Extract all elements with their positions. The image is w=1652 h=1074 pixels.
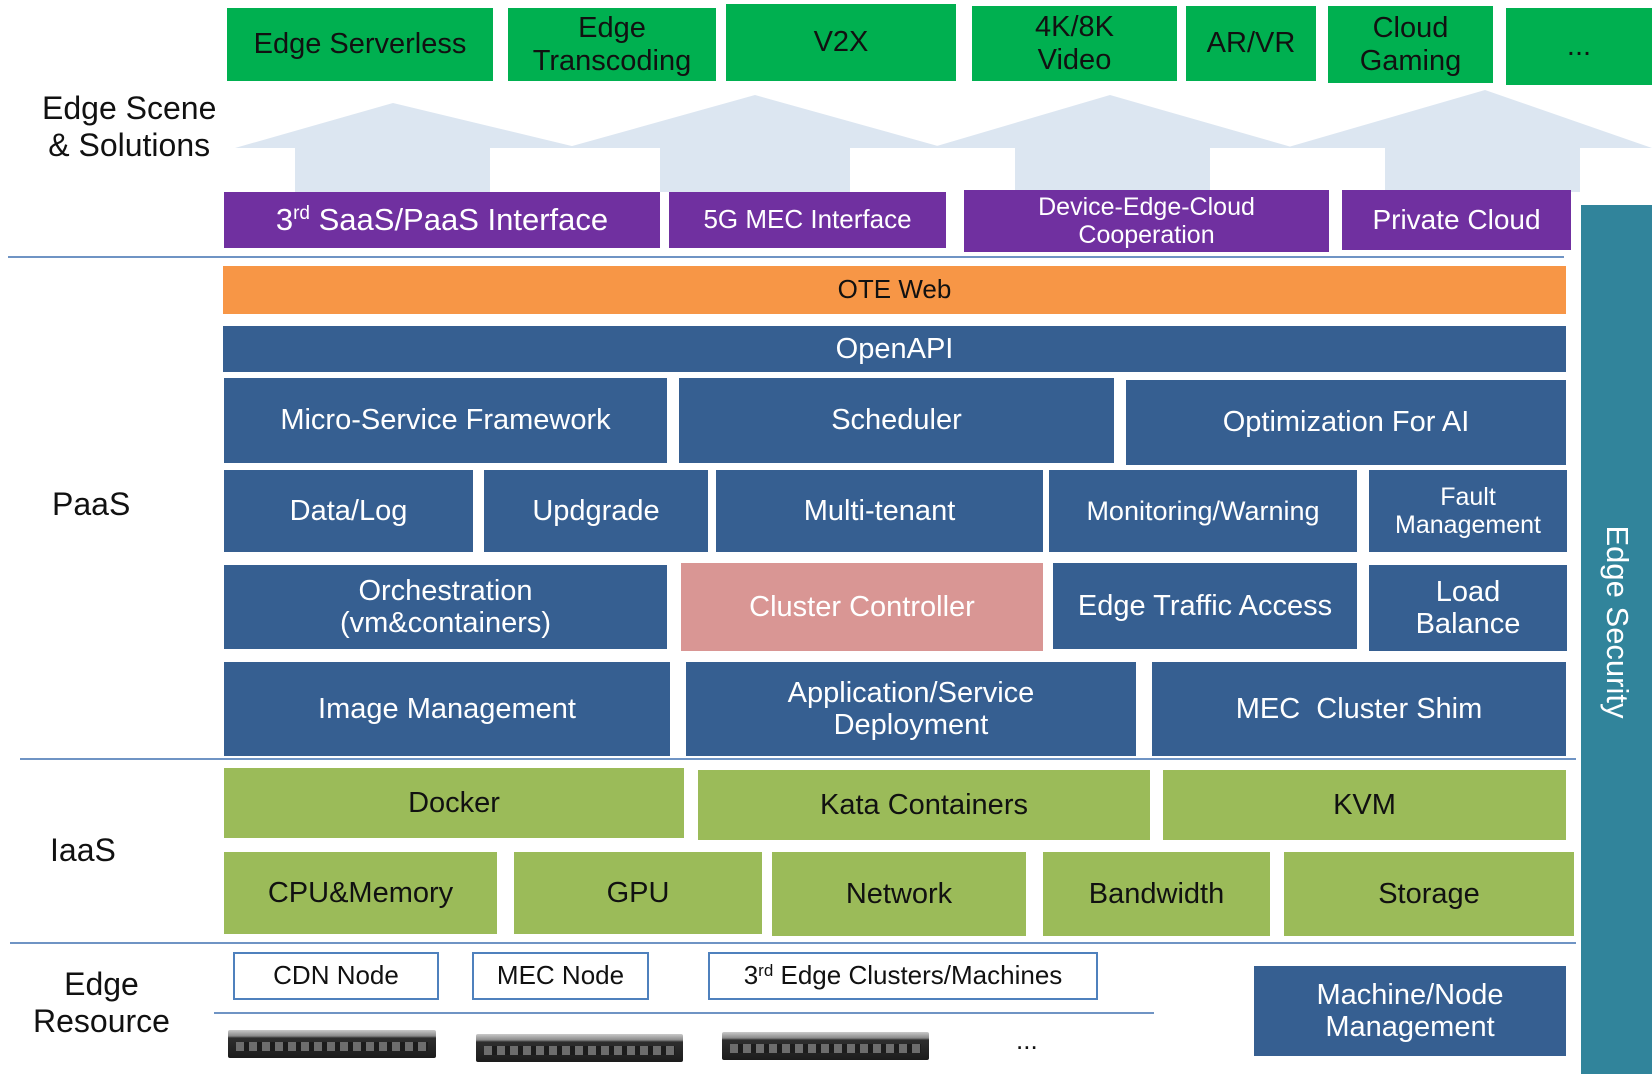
scene-ar-vr: AR/VR xyxy=(1186,6,1316,81)
mec-cluster-shim: MEC Cluster Shim xyxy=(1152,662,1566,756)
edge-security-label: Edge Security xyxy=(1599,525,1635,719)
multi-tenant: Multi-tenant xyxy=(716,470,1043,552)
machine-node-management: Machine/Node Management xyxy=(1254,966,1566,1056)
upgrade: Updgrade xyxy=(484,470,708,552)
storage: Storage xyxy=(1284,852,1574,936)
saas-prefix: 3 xyxy=(275,201,294,237)
monitoring-warning: Monitoring/Warning xyxy=(1049,470,1357,552)
divider-iaas-resource xyxy=(10,942,1576,944)
optimization-for-ai: Optimization For AI xyxy=(1126,380,1566,465)
scene-edge-transcoding: Edge Transcoding xyxy=(508,8,716,81)
upward-arrows xyxy=(235,90,1652,192)
saas-text: SaaS/PaaS Interface xyxy=(310,201,609,237)
scene-cloud-gaming: Cloud Gaming xyxy=(1328,6,1493,83)
up-arrow-3 xyxy=(930,95,1295,192)
fault-management: Fault Management xyxy=(1369,470,1567,552)
up-arrow-4 xyxy=(1285,90,1652,192)
edge-clusters-text: Edge Clusters/Machines xyxy=(773,960,1063,991)
interface-private-cloud: Private Cloud xyxy=(1342,190,1571,250)
scene-4k8k-video: 4K/8K Video xyxy=(972,6,1177,81)
more-servers-ellipsis: ... xyxy=(1016,1025,1038,1055)
label-edge-resource: Edge Resource xyxy=(33,966,170,1039)
label-edge-scene: Edge Scene & Solutions xyxy=(42,90,217,163)
orchestration: Orchestration (vm&containers) xyxy=(224,565,667,649)
image-management: Image Management xyxy=(224,662,670,756)
scene-v2x: V2X xyxy=(726,4,956,81)
openapi: OpenAPI xyxy=(223,326,1566,372)
edge-traffic-access: Edge Traffic Access xyxy=(1053,563,1357,649)
gpu: GPU xyxy=(514,852,762,934)
cdn-node: CDN Node xyxy=(233,952,439,1000)
docker: Docker xyxy=(224,768,684,838)
server-rack-icon xyxy=(476,1034,683,1062)
ote-web: OTE Web xyxy=(223,266,1566,314)
server-rack-icon xyxy=(228,1030,436,1058)
interface-device-edge-cloud: Device-Edge-Cloud Cooperation xyxy=(964,190,1329,252)
micro-service-framework: Micro-Service Framework xyxy=(224,378,667,463)
application-service-deployment: Application/Service Deployment xyxy=(686,662,1136,756)
saas-superscript: rd xyxy=(293,203,310,225)
bandwidth: Bandwidth xyxy=(1043,852,1270,936)
load-balance: Load Balance xyxy=(1369,565,1567,651)
kata-containers: Kata Containers xyxy=(698,770,1150,840)
divider-resource-nodes xyxy=(214,1012,1154,1014)
label-iaas: IaaS xyxy=(50,832,116,868)
divider-scene-paas xyxy=(8,256,1564,258)
cluster-controller: Cluster Controller xyxy=(681,563,1043,651)
scene-more: ... xyxy=(1506,8,1652,85)
data-log: Data/Log xyxy=(224,470,473,552)
divider-paas-iaas xyxy=(20,758,1576,760)
scene-edge-serverless: Edge Serverless xyxy=(227,8,493,81)
mec-node: MEC Node xyxy=(472,952,649,1000)
edge-security: Edge Security xyxy=(1581,205,1652,1074)
edge-clusters-prefix: 3 xyxy=(743,960,759,991)
up-arrow-2 xyxy=(565,95,945,192)
label-paas: PaaS xyxy=(52,486,131,522)
kvm: KVM xyxy=(1163,770,1566,840)
edge-clusters-superscript: rd xyxy=(758,961,774,981)
up-arrow-1 xyxy=(235,103,580,192)
scheduler: Scheduler xyxy=(679,378,1114,463)
network: Network xyxy=(772,852,1026,936)
cpu-memory: CPU&Memory xyxy=(224,852,497,934)
server-rack-icon xyxy=(722,1032,929,1060)
interface-5g-mec: 5G MEC Interface xyxy=(669,192,946,248)
